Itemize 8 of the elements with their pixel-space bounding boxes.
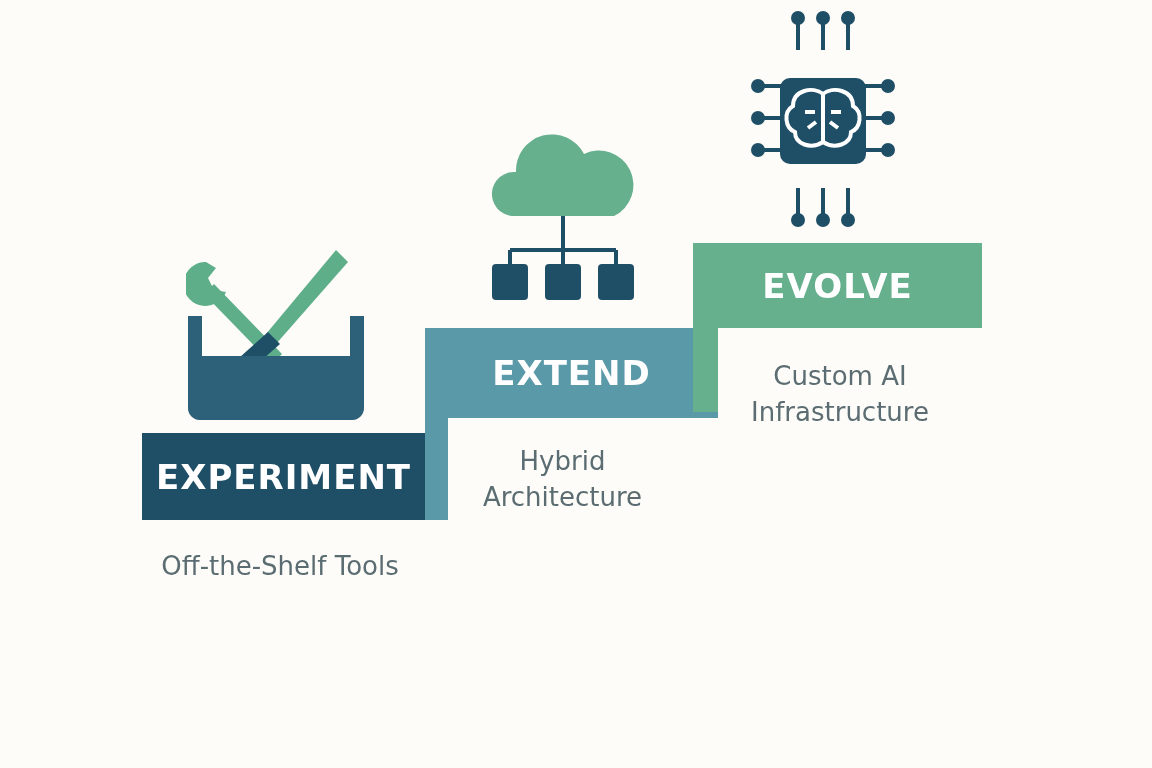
stair-step	[425, 328, 718, 520]
step-caption: Hybrid Architecture	[481, 445, 644, 514]
step-caption: Custom AI Infrastructure	[750, 360, 930, 429]
step-label: EXTEND	[492, 353, 651, 393]
step-label: EVOLVE	[762, 265, 913, 306]
stair-step	[142, 433, 425, 520]
step-caption: Off-the-Shelf Tools	[160, 550, 400, 583]
step-label: EXPERIMENT	[155, 456, 412, 497]
